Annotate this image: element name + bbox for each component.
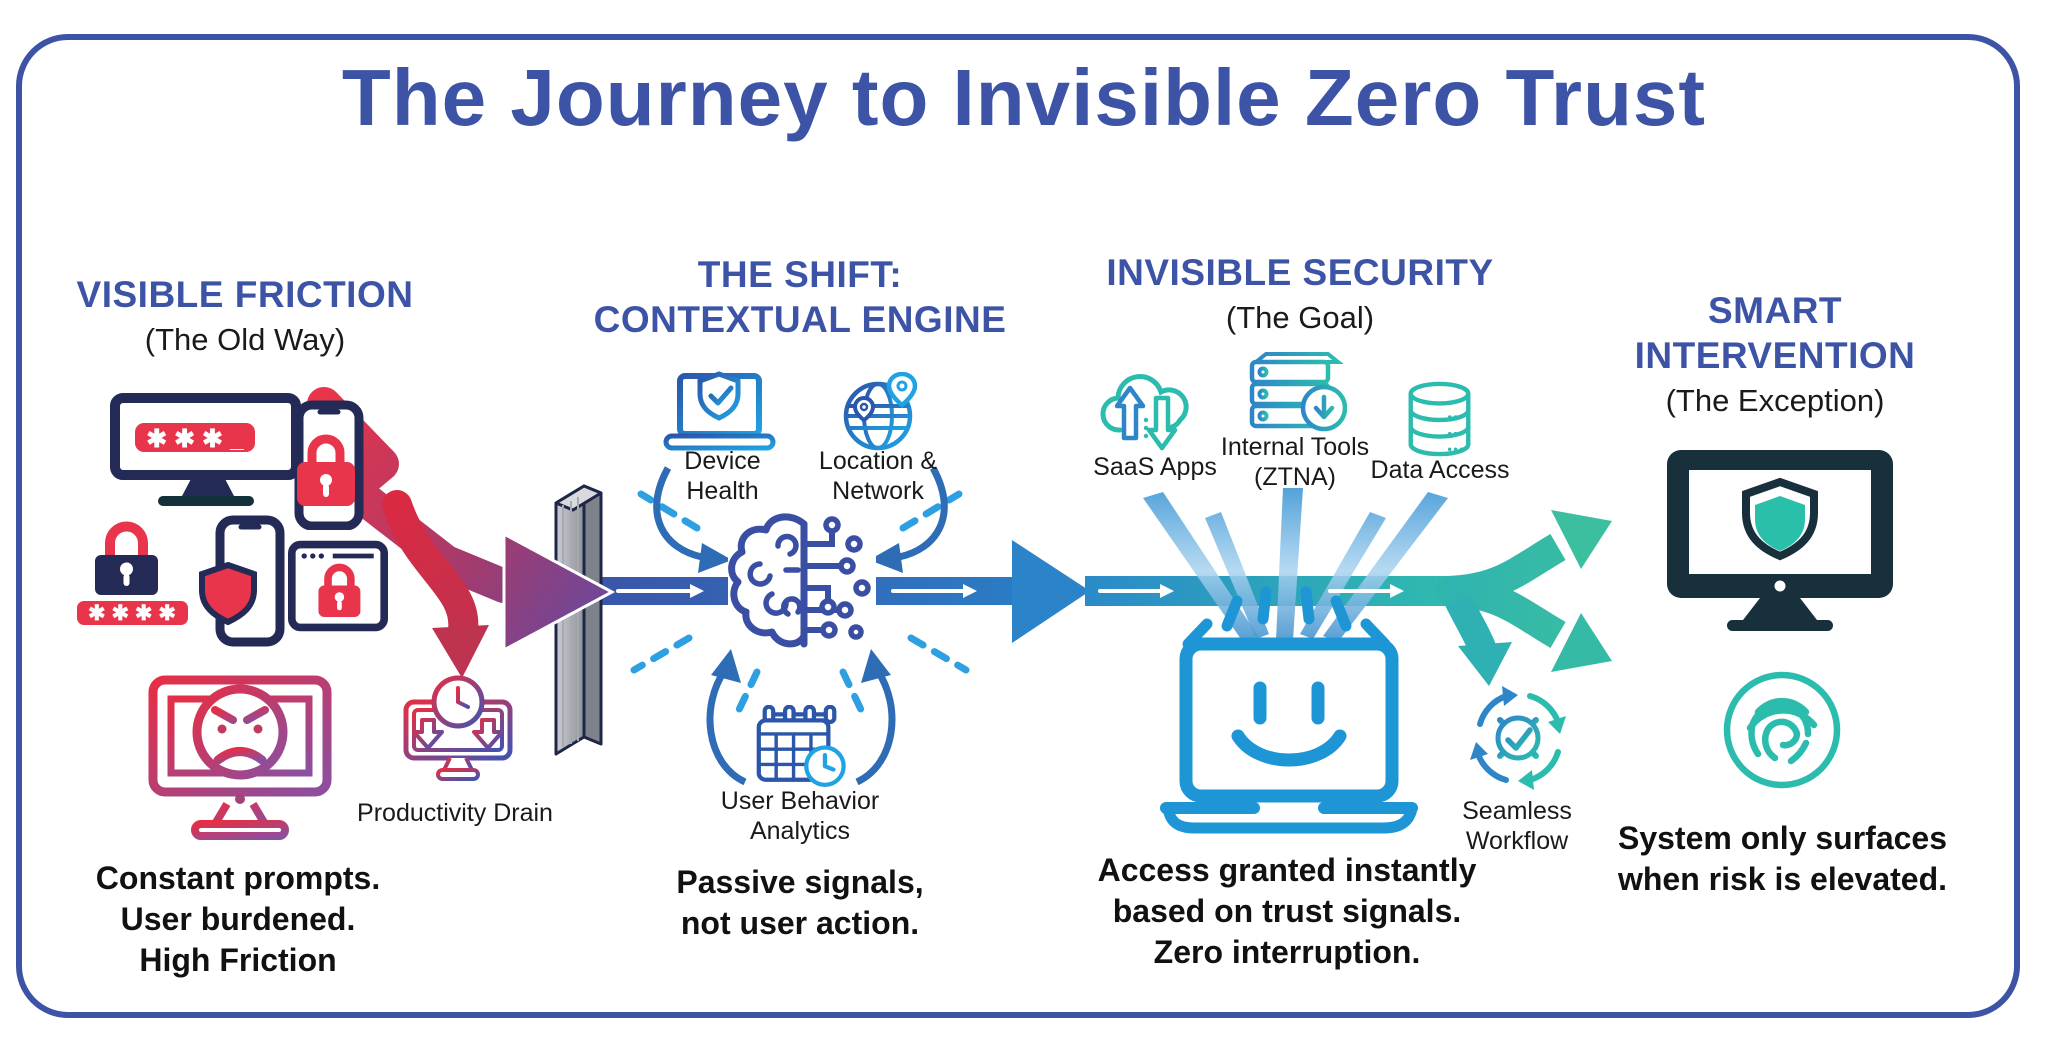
user-behavior-label: User Behavior Analytics: [720, 787, 880, 845]
visible-friction-title: VISIBLE FRICTION: [76, 274, 414, 315]
internal-tools-label: Internal Tools (ZTNA): [1220, 433, 1370, 491]
phone-lock-icon: [283, 400, 373, 530]
device-health-icon: [662, 370, 777, 455]
password-mask-text: ✱ ✱ ✱ _: [146, 425, 245, 453]
invisible-security-title: INVISIBLE SECURITY: [1106, 252, 1494, 293]
invisible-security-caption: Access granted instantly based on trust …: [1097, 852, 1477, 970]
saas-cloud-icon: [1098, 368, 1198, 458]
device-health-label: Device Health: [684, 447, 761, 505]
location-network-label: Location & Network: [818, 447, 938, 505]
phone-shield-icon: [196, 515, 286, 647]
invisible-security-heading: INVISIBLE SECURITY (The Goal): [1085, 250, 1515, 340]
data-access-label: Data Access: [1370, 456, 1510, 484]
monitor-password-icon: ✱ ✱ ✱ _: [108, 392, 303, 510]
data-access-icon: [1402, 380, 1477, 458]
productivity-drain-label: Productivity Drain: [357, 799, 553, 827]
smart-title-line1: SMART: [1707, 290, 1843, 331]
flow-direction-arrows: [616, 584, 1404, 598]
trust-signal-beams: [1143, 488, 1448, 642]
border-frame: [16, 34, 2020, 1018]
invisible-security-subtitle: (The Goal): [1225, 300, 1375, 335]
smart-title-line2: INTERVENTION: [1634, 335, 1916, 376]
seamless-workflow-icon: [1462, 682, 1574, 794]
visible-friction-subtitle: (The Old Way): [144, 322, 346, 357]
barrier-wall: [554, 484, 603, 756]
shift-title-line1: THE SHIFT:: [697, 254, 903, 295]
ztna-server-icon: [1242, 352, 1347, 434]
saas-apps-label: SaaS Apps: [1093, 453, 1217, 481]
smart-monitor-shield-icon: [1665, 448, 1895, 633]
brain-circuit-icon: [728, 508, 876, 660]
productivity-drain-icon: [398, 672, 518, 787]
context-signal-dashes: [630, 490, 970, 720]
visible-friction-heading: VISIBLE FRICTION (The Old Way): [40, 272, 450, 362]
seamless-workflow-label: Seamless Workflow: [1462, 797, 1572, 855]
fingerprint-icon: [1718, 666, 1846, 794]
page-title: The Journey to Invisible Zero Trust: [341, 53, 1707, 142]
shift-caption: Passive signals, not user action.: [676, 864, 924, 941]
sad-monitor-icon: [145, 672, 335, 852]
tablet-lock-icon: [288, 540, 388, 632]
lock-password-icon: ✱ ✱ ✱ ✱: [75, 505, 190, 627]
smart-subtitle: (The Exception): [1665, 383, 1885, 418]
password-mask-text: ✱ ✱ ✱ ✱: [88, 602, 176, 625]
shift-heading: THE SHIFT: CONTEXTUAL ENGINE: [570, 252, 1030, 342]
shift-title-line2: CONTEXTUAL ENGINE: [593, 299, 1007, 340]
location-network-icon: [840, 372, 920, 452]
smart-intervention-caption: System only surfaces when risk is elevat…: [1617, 820, 1948, 897]
visible-friction-caption: Constant prompts. User burdened. High Fr…: [95, 860, 381, 978]
happy-laptop-icon: [1158, 636, 1420, 838]
smart-intervention-heading: SMART INTERVENTION (The Exception): [1620, 288, 1930, 423]
signal-curved-arrows: [653, 466, 948, 786]
user-behavior-calendar-icon: [752, 705, 847, 790]
